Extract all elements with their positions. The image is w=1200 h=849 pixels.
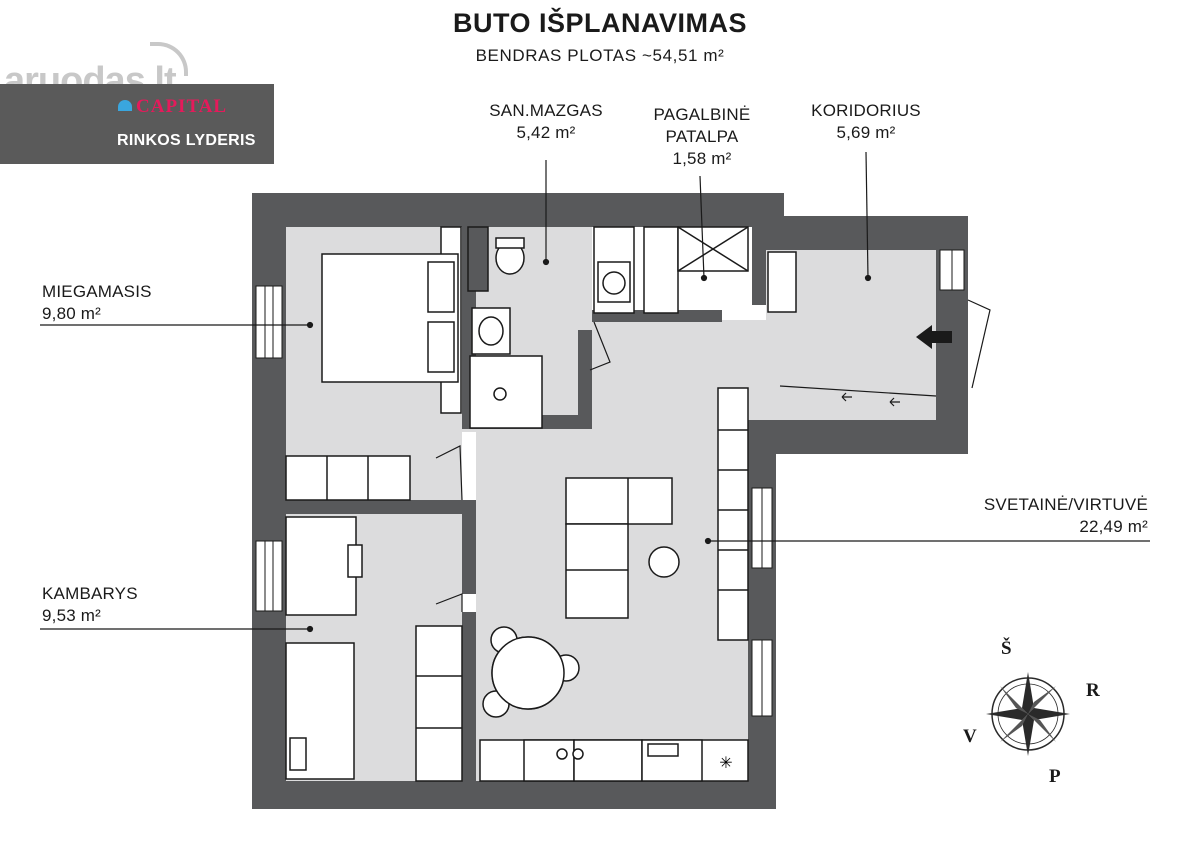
door-bathroom — [589, 321, 611, 371]
stove-burner-1 — [556, 748, 568, 760]
storage-cabinet — [643, 226, 679, 314]
wall-corridor-left — [752, 250, 766, 305]
agency-logo: CAPITAL — [118, 96, 227, 118]
room-area: 1,58 m² — [672, 149, 732, 168]
entrance-arrow-icon — [916, 325, 952, 349]
wall-room-right-top — [462, 514, 476, 594]
label-kambarys: KAMBARYS 9,53 m² — [42, 583, 202, 627]
room-name: KORIDORIUS — [811, 101, 921, 120]
compass-west: V — [963, 726, 977, 747]
bath-shelf — [467, 226, 489, 292]
arrow-left-icon — [889, 397, 900, 407]
wall-top-right — [752, 216, 968, 250]
plan-title: BUTO IŠPLANAVIMAS — [452, 8, 748, 38]
wall-bed-room — [286, 500, 476, 514]
washing-machine-drum — [602, 271, 626, 295]
compass-east: R — [1086, 680, 1100, 701]
compass-south: P — [1049, 766, 1061, 787]
room-name: MIEGAMASIS — [42, 282, 152, 301]
agency-tagline: RINKOS LYDERIS — [117, 132, 256, 149]
doors — [435, 299, 991, 612]
window-bedroom — [255, 285, 283, 359]
label-pagalbine: PAGALBINĖ PATALPA 1,58 m² — [634, 104, 770, 170]
wall-bottom — [252, 781, 772, 809]
room-area: 5,69 m² — [836, 123, 896, 142]
bedroom-cabinet — [285, 455, 411, 501]
pillow-1 — [427, 261, 455, 313]
agency-badge: CAPITAL RINKOS LYDERIS — [0, 84, 274, 164]
window-room — [255, 540, 283, 612]
door-room — [435, 593, 463, 612]
room-name: SAN.MAZGAS — [489, 101, 603, 120]
label-san-mazgas: SAN.MAZGAS 5,42 m² — [476, 100, 616, 144]
room-name: SVETAINĖ/VIRTUVĖ — [983, 495, 1148, 514]
windows — [255, 249, 965, 717]
toilet-tank — [495, 237, 525, 249]
desk — [285, 516, 357, 616]
desk-chair — [347, 544, 363, 578]
fridge-asterisk-icon: ✳ — [719, 753, 732, 772]
sofa-seat — [565, 523, 629, 619]
corridor-wardrobe — [767, 251, 797, 313]
shower-drain — [493, 387, 507, 401]
room-name: KAMBARYS — [42, 584, 138, 603]
stove-burner-2 — [572, 748, 584, 760]
dining-table-top — [491, 636, 565, 710]
wall-top-left — [252, 193, 784, 227]
room-name: PATALPA — [665, 127, 739, 146]
room-wardrobe — [415, 625, 463, 782]
sliding-door-line — [779, 385, 937, 397]
logo-icon — [118, 100, 132, 111]
leader-lines — [40, 151, 1150, 633]
compass-north: Š — [1001, 638, 1012, 659]
room-area: 22,49 m² — [1079, 517, 1148, 536]
wall-left — [252, 193, 286, 805]
pillow-2 — [427, 321, 455, 373]
furniture — [285, 226, 797, 782]
wall-right-mid — [748, 420, 968, 454]
bed-pillow — [289, 737, 307, 771]
agency-logo-text: CAPITAL — [136, 96, 228, 117]
room-area: 5,42 m² — [516, 123, 576, 142]
arrow-left-icon — [841, 392, 852, 402]
room-area: 9,80 m² — [42, 304, 102, 323]
room-name: PAGALBINĖ — [653, 105, 751, 124]
label-koridorius: KORIDORIUS 5,69 m² — [796, 100, 936, 144]
kitchen-sink — [647, 743, 679, 757]
compass-icon — [986, 672, 1070, 756]
sofa-back — [565, 477, 673, 525]
label-svetaine: SVETAINĖ/VIRTUVĖ 22,49 m² — [950, 494, 1148, 538]
kitchen-tall-cabinet — [717, 387, 749, 641]
wall-room-right-bottom — [462, 612, 476, 781]
sink-bowl — [478, 316, 504, 346]
label-miegamasis: MIEGAMASIS 9,80 m² — [42, 281, 202, 325]
wall-bath-right — [578, 330, 592, 425]
wall-right-lower — [748, 420, 776, 809]
door-bedroom — [435, 445, 463, 501]
coffee-table — [648, 546, 680, 578]
plan-subtitle: BENDRAS PLOTAS ~54,51 m² — [475, 46, 725, 65]
door-entrance — [967, 299, 991, 389]
room-area: 9,53 m² — [42, 606, 102, 625]
